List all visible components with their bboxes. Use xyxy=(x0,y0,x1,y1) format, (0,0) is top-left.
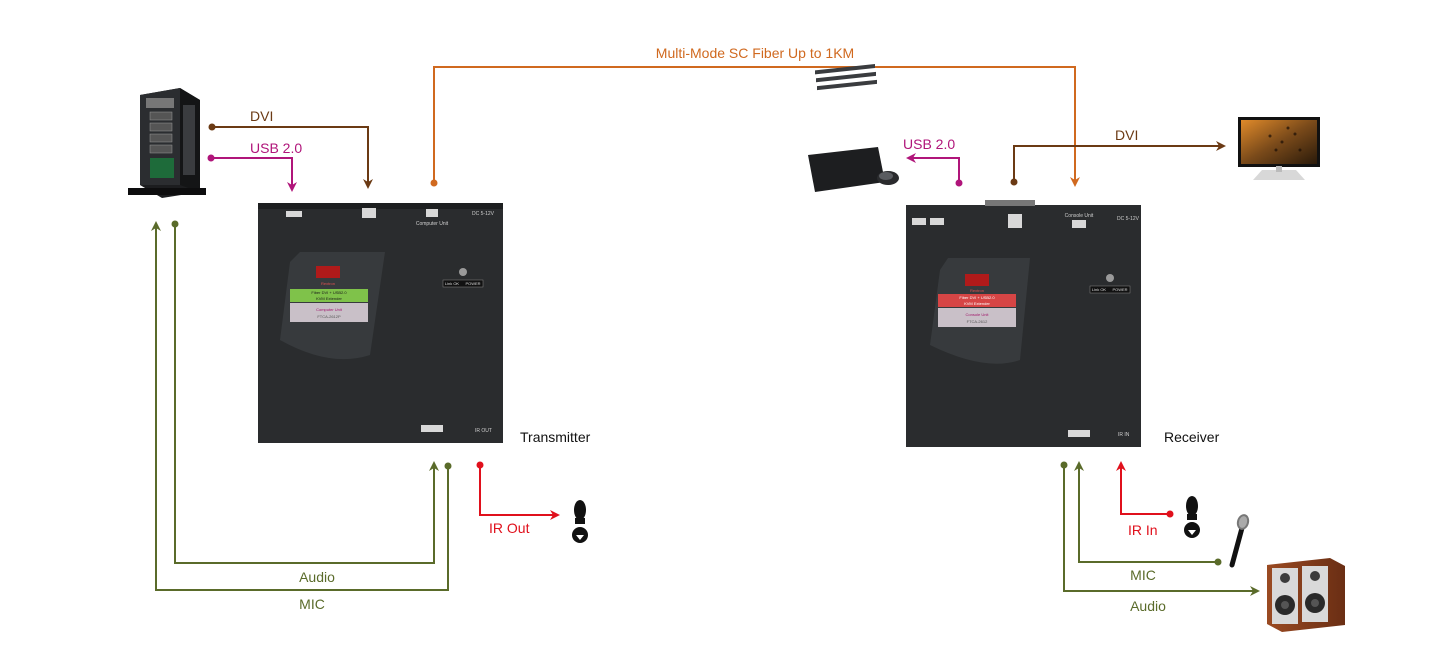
ir-emitter-icon xyxy=(572,500,588,543)
rx-label-line2: KVM Extender xyxy=(964,301,990,306)
tx-mic-cable xyxy=(151,221,452,591)
fiber-port-icon xyxy=(426,209,438,217)
tx-model: FTCA-2612P xyxy=(317,314,341,319)
tower-computer-icon xyxy=(128,88,206,198)
rx-ir-label: IR In xyxy=(1128,522,1158,538)
tx-usb-label: USB 2.0 xyxy=(250,140,302,156)
ir-receiver-icon xyxy=(1184,496,1200,538)
tx-usb-cable xyxy=(207,154,297,192)
transmitter-device: Computer Unit DC 5-12V Rextron Fiber DVI… xyxy=(258,203,503,443)
tx-status-led xyxy=(459,268,467,276)
tx-ir-label: IR Out xyxy=(489,520,530,536)
fiber-link xyxy=(430,66,1080,187)
rx-brand-text: Rextron xyxy=(970,288,984,293)
rx-status-led xyxy=(1106,274,1114,282)
rx-audio-port-icon xyxy=(1068,430,1090,437)
rx-mic-label: MIC xyxy=(1130,567,1156,583)
rx-usb-port-icon-2 xyxy=(930,218,944,225)
rx-port-power-label: DC 5-12V xyxy=(1117,216,1140,222)
tx-ir-cable xyxy=(476,461,560,520)
rx-usb-port-icon xyxy=(912,218,926,225)
tx-label-line1: Fiber DVI + USB2.0 xyxy=(311,290,347,295)
rx-label-line1: Fiber DVI + USB2.0 xyxy=(959,295,995,300)
tx-port-power-label: DC 5-12V xyxy=(472,211,495,217)
rx-audio-label: Audio xyxy=(1130,598,1166,614)
rx-led-link: Link OK xyxy=(1092,287,1107,292)
receiver-device: Console Unit DC 5-12V Rextron Fiber DVI … xyxy=(906,200,1141,447)
rx-label-line3: Console Unit xyxy=(966,312,990,317)
tx-mic-label: MIC xyxy=(299,596,325,612)
rx-usb-cable xyxy=(906,153,963,187)
tx-dvi-cable xyxy=(208,123,373,189)
rx-dvi-cable xyxy=(1010,141,1226,186)
tx-led-link: Link OK xyxy=(445,281,460,286)
rx-ir-cable xyxy=(1116,461,1174,518)
rx-dvi-label: DVI xyxy=(1115,127,1138,143)
transmitter-caption: Transmitter xyxy=(520,429,591,445)
tx-ir-port-label: IR OUT xyxy=(475,428,492,434)
tx-audio-cable xyxy=(171,220,439,564)
tx-dvi-label: DVI xyxy=(250,108,273,124)
rx-usb-label: USB 2.0 xyxy=(903,136,955,152)
tx-audio-label: Audio xyxy=(299,569,335,585)
tx-led-power: POWER xyxy=(465,281,480,286)
rx-port-fiber-label: Console Unit xyxy=(1065,213,1094,219)
tx-port-fiber-label: Computer Unit xyxy=(416,221,449,227)
tx-brand-text: Rextron xyxy=(321,281,335,286)
usb-port-icon xyxy=(286,211,302,217)
rx-dvi-port-icon xyxy=(1008,214,1022,228)
brand-logo xyxy=(316,266,340,278)
tx-product-label xyxy=(290,289,368,302)
fiber-label: Multi-Mode SC Fiber Up to 1KM xyxy=(656,45,854,61)
rx-product-label xyxy=(938,294,1016,307)
tx-label-line2: KVM Extender xyxy=(316,296,342,301)
speakers-icon xyxy=(1267,558,1345,632)
tx-label-line3: Computer Unit xyxy=(316,307,343,312)
rx-model: FTCA-2612 xyxy=(967,319,988,324)
microphone-icon xyxy=(1229,514,1250,568)
rx-audio-cable xyxy=(1060,461,1260,596)
tx-audio-port-icon xyxy=(421,425,443,432)
keyboard-mouse-icon xyxy=(808,64,899,192)
rx-led-power: POWER xyxy=(1112,287,1127,292)
receiver-caption: Receiver xyxy=(1164,429,1220,445)
rx-mic-cable xyxy=(1074,461,1222,566)
dvi-port-icon xyxy=(362,208,376,218)
rx-ir-port-label: IR IN xyxy=(1118,432,1130,438)
rx-fiber-port-icon xyxy=(1072,220,1086,228)
rx-brand-logo xyxy=(965,274,989,286)
monitor-icon xyxy=(1238,117,1320,180)
